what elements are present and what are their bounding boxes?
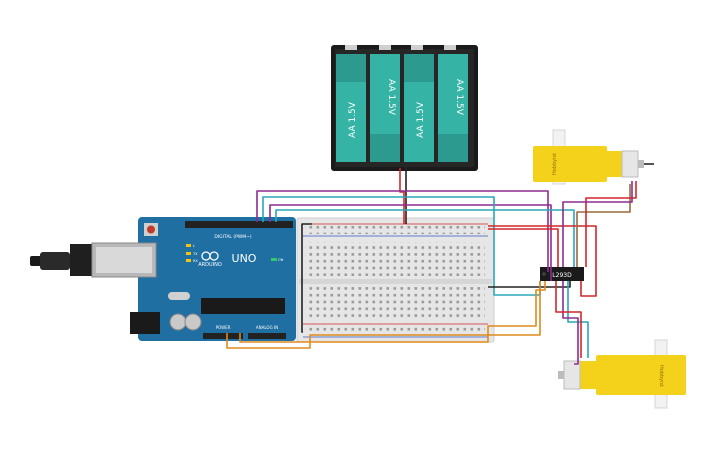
digital-header-label: DIGITAL (PWM~) bbox=[214, 234, 252, 240]
arduino-model-label: UNO bbox=[232, 252, 257, 265]
wire-red-rail bbox=[488, 225, 597, 297]
wire-purple-motor-top bbox=[562, 181, 633, 267]
arduino-uno-board[interactable]: DIGITAL (PWM~) ARDUINO UNO L TX RX ON PO… bbox=[30, 217, 296, 341]
wire-black-1 bbox=[301, 223, 312, 333]
arduino-brand-label: ARDUINO bbox=[198, 262, 222, 268]
wire-orange-2 bbox=[239, 281, 546, 343]
on-led-label: ON bbox=[278, 258, 284, 262]
power-header-label: POWER bbox=[216, 325, 231, 330]
analog-header-label: ANALOG IN bbox=[256, 325, 278, 330]
dc-motor-top[interactable]: Hobbyist bbox=[533, 129, 654, 185]
battery-pack[interactable]: AA 1.5V AA 1.5V AA 1.5V AA 1.5V bbox=[331, 45, 478, 171]
led-label-l: L bbox=[193, 244, 195, 248]
usb-cable bbox=[30, 244, 94, 276]
arduino-logo bbox=[201, 251, 219, 261]
battery-cell-label: AA 1.5V bbox=[386, 79, 396, 116]
breadboard[interactable] bbox=[296, 217, 495, 343]
battery-cell-label: AA 1.5V bbox=[454, 79, 464, 116]
battery-cell-label: AA 1.5V bbox=[348, 101, 358, 138]
wire-red-motor-bottom bbox=[555, 281, 582, 358]
wire-red-driver bbox=[488, 228, 559, 267]
wire-purple-2 bbox=[269, 204, 552, 281]
motor-bottom-label: Hobbyist bbox=[658, 365, 664, 387]
wire-black-2 bbox=[488, 281, 571, 288]
battery-cell-3: AA 1.5V bbox=[404, 54, 434, 162]
battery-cell-4: AA 1.5V bbox=[438, 54, 468, 162]
wire-purple-1 bbox=[256, 190, 549, 272]
l293d-driver-ic[interactable]: L293D bbox=[540, 267, 584, 281]
reset-button[interactable] bbox=[147, 225, 155, 234]
driver-ic-label: L293D bbox=[552, 272, 572, 279]
battery-cell-2: AA 1.5V bbox=[370, 54, 400, 162]
wire-battery-positive bbox=[399, 168, 405, 224]
led-label-rx: RX bbox=[193, 259, 198, 263]
battery-cell-label: AA 1.5V bbox=[416, 101, 426, 138]
led-label-tx: TX bbox=[192, 252, 198, 256]
wires bbox=[226, 167, 637, 365]
dc-motor-bottom[interactable]: Hobbyist bbox=[558, 339, 686, 409]
wire-purple-motor-bottom bbox=[562, 281, 579, 365]
battery-cell-1: AA 1.5V bbox=[336, 54, 366, 162]
wire-red-motor-top bbox=[585, 181, 637, 267]
wire-teal-2 bbox=[275, 209, 575, 267]
motor-top-label: Hobbyist bbox=[552, 153, 558, 175]
